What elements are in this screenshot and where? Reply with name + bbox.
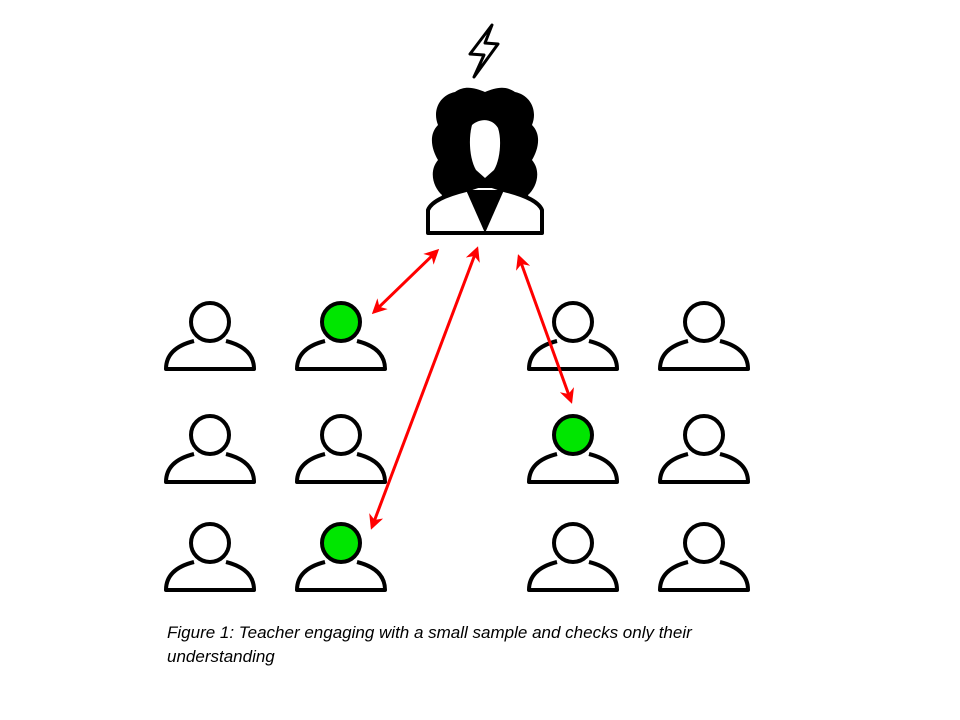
- figure-caption: Figure 1: Teacher engaging with a small …: [167, 623, 692, 666]
- student-body: [295, 452, 387, 484]
- student-icon: [658, 522, 750, 592]
- student-head: [320, 522, 362, 564]
- student-icon-checked: [295, 522, 387, 592]
- student-head: [320, 414, 362, 456]
- student-body: [164, 452, 256, 484]
- student-head: [552, 414, 594, 456]
- student-icon-checked: [527, 414, 619, 484]
- student-icon: [658, 301, 750, 371]
- student-icon: [295, 414, 387, 484]
- student-body: [164, 560, 256, 592]
- teacher-icon: [426, 87, 544, 235]
- lightning-icon: [468, 23, 500, 79]
- student-icon: [658, 414, 750, 484]
- student-head: [552, 301, 594, 343]
- student-body: [527, 339, 619, 371]
- student-head: [683, 301, 725, 343]
- student-body: [527, 452, 619, 484]
- student-icon: [527, 522, 619, 592]
- student-head: [552, 522, 594, 564]
- student-body: [658, 452, 750, 484]
- student-icon: [164, 301, 256, 371]
- arrow-teacher-student-3: [516, 254, 574, 404]
- student-icon: [164, 522, 256, 592]
- student-body: [164, 339, 256, 371]
- arrow-teacher-student-2: [369, 246, 480, 530]
- student-head: [189, 414, 231, 456]
- student-head: [683, 414, 725, 456]
- student-body: [658, 339, 750, 371]
- student-body: [295, 560, 387, 592]
- student-head: [320, 301, 362, 343]
- student-head: [189, 301, 231, 343]
- student-icon: [164, 414, 256, 484]
- student-head: [189, 522, 231, 564]
- student-grid: [164, 301, 750, 592]
- student-body: [527, 560, 619, 592]
- student-body: [295, 339, 387, 371]
- student-icon-checked: [295, 301, 387, 371]
- student-icon: [527, 301, 619, 371]
- student-head: [683, 522, 725, 564]
- arrow-teacher-student-1: [371, 248, 440, 315]
- student-body: [658, 560, 750, 592]
